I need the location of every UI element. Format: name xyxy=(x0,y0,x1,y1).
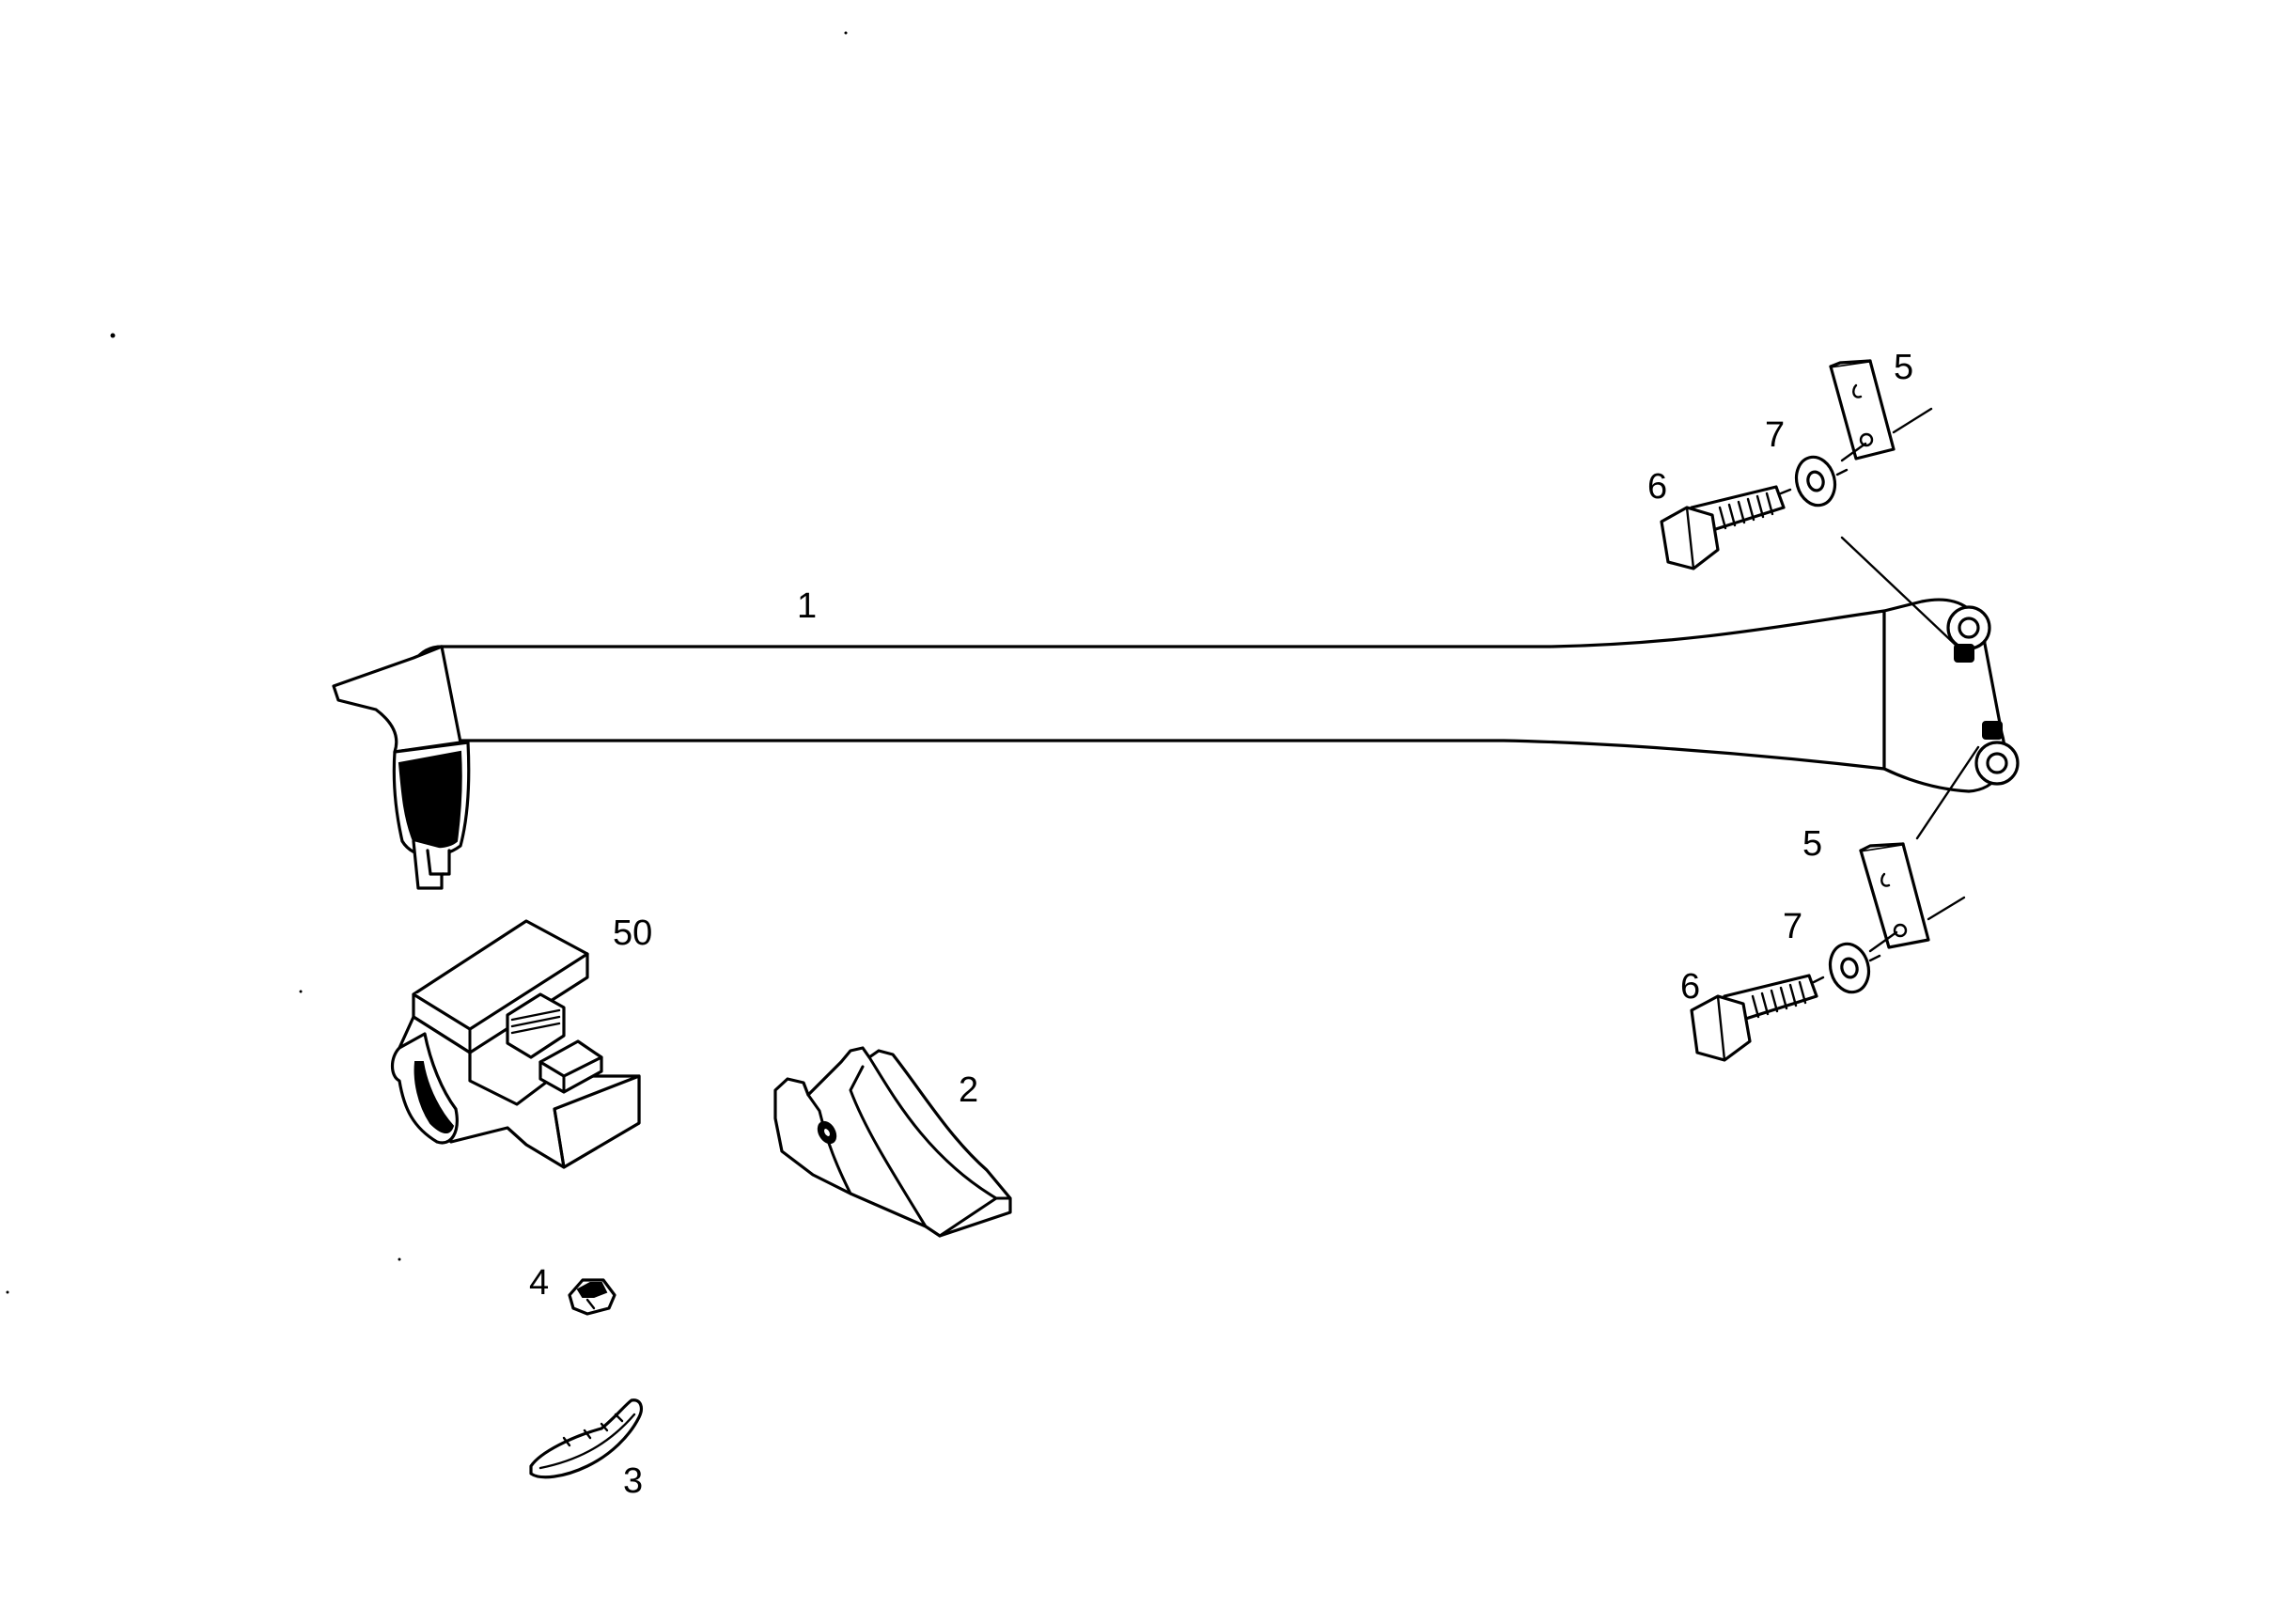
scan-specks xyxy=(6,31,848,1294)
part-4-retainer xyxy=(568,1278,616,1316)
part-1-arm xyxy=(332,598,2020,890)
lower-hardware xyxy=(1690,745,1980,1062)
callout-5-lower: 5 xyxy=(1802,824,1822,864)
callout-6-lower: 6 xyxy=(1680,967,1700,1007)
callout-3: 3 xyxy=(623,1461,643,1501)
upper-hardware xyxy=(1660,359,1961,650)
callout-5-upper: 5 xyxy=(1894,348,1913,387)
callout-1: 1 xyxy=(797,586,817,626)
callout-7-upper: 7 xyxy=(1765,415,1785,455)
callout-50: 50 xyxy=(613,914,652,953)
part-50-adapter xyxy=(390,919,641,1169)
part-3-pin xyxy=(529,1398,643,1479)
callout-6-upper: 6 xyxy=(1647,467,1667,507)
callout-4: 4 xyxy=(529,1263,549,1303)
callout-labels: 1 50 2 4 3 5 7 6 5 7 6 xyxy=(529,348,1913,1501)
callout-7-lower: 7 xyxy=(1783,907,1802,946)
callout-2: 2 xyxy=(959,1070,978,1110)
part-2-tooth xyxy=(773,1046,1012,1238)
